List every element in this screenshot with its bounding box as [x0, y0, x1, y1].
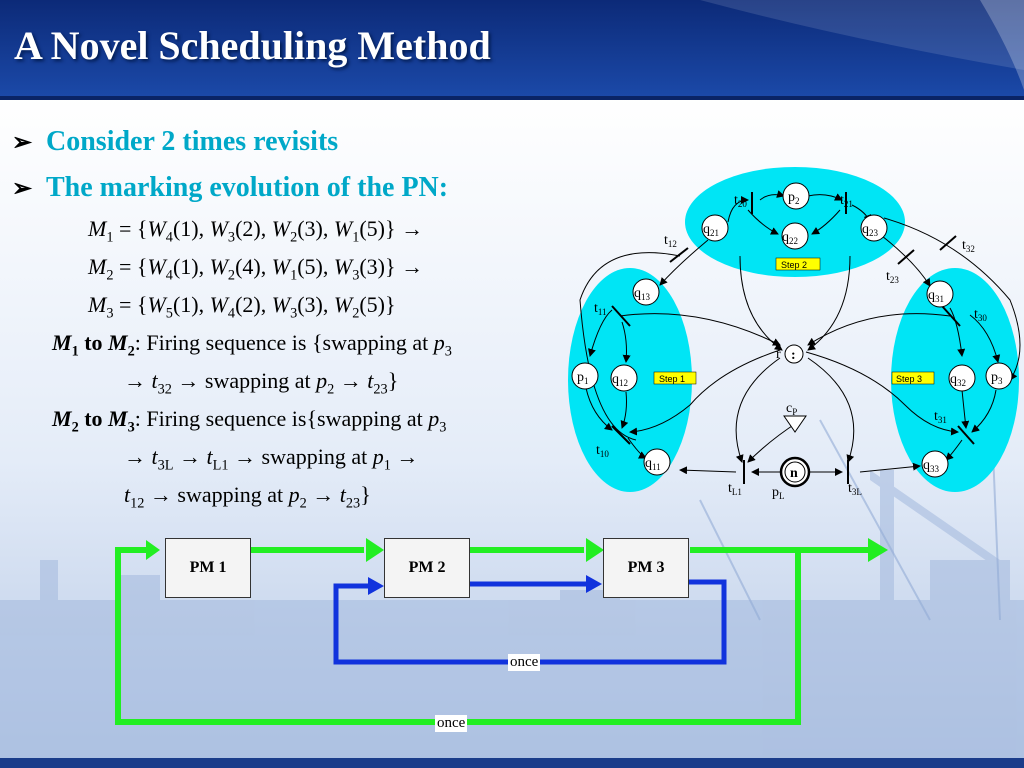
label-q32: q32 [950, 372, 966, 388]
blue-arrow-icon [586, 575, 602, 593]
transition-t23 [897, 249, 915, 265]
label-t30: t30 [974, 307, 987, 323]
step2-label-box [775, 257, 821, 271]
sequence-m2-m3-line3: t12 → swapping at p2 → t23} [124, 482, 371, 512]
once-label-blue: once [508, 654, 541, 671]
label-n: n [790, 466, 798, 481]
transition-t32 [939, 235, 957, 251]
label-t32: t32 [962, 238, 975, 254]
label-q33: q33 [923, 458, 940, 474]
bullet-arrow-icon: ➢ [12, 130, 33, 156]
bottom-stripe [0, 758, 1024, 768]
label-q11: q11 [645, 456, 661, 472]
label-tL1: tL1 [728, 481, 742, 497]
label-t11: t11 [594, 301, 607, 317]
label-q13: q13 [634, 286, 651, 302]
step3-label: Step 3 [896, 374, 922, 384]
label-t20: t20 [734, 193, 747, 209]
place-q33 [921, 450, 949, 478]
label-t12: t12 [664, 233, 677, 249]
transition-t12 [669, 247, 689, 263]
bullet-arrow-icon: ➢ [12, 176, 33, 202]
marking-m1: M1 = {W4(1), W3(2), W2(3), W1(5)} → [88, 216, 424, 246]
step3-label-box [891, 371, 935, 385]
label-p3: p3 [991, 370, 1003, 386]
bullet-revisits: ➢ Consider 2 times revisits [12, 126, 338, 158]
label-r: r [776, 347, 781, 362]
bullet-text: The marking evolution of the PN: [46, 172, 449, 203]
green-arrow-icon [366, 538, 384, 562]
marking-m2: M2 = {W4(1), W2(4), W1(5), W3(3)} → [88, 254, 424, 284]
marking-m3: M3 = {W5(1), W4(2), W3(3), W2(5)} [88, 292, 396, 322]
pm1-box: PM 1 [165, 538, 251, 598]
label-cp: cP [786, 401, 797, 417]
label-q31: q31 [928, 288, 944, 304]
once-label-green: once [435, 715, 468, 732]
transition-t30 [941, 305, 961, 327]
label-q21: q21 [703, 222, 719, 238]
place-q31 [926, 280, 954, 308]
label-t10: t10 [596, 443, 609, 459]
sequence-m2-m3-line2: → t3L → tL1 → swapping at p1 → [124, 444, 419, 474]
place-q22 [781, 222, 809, 250]
sequence-m2-m3-line1: M2 to M3: Firing sequence is{swapping at… [52, 406, 447, 436]
place-q23 [860, 214, 888, 242]
label-pL: pL [772, 485, 785, 501]
label-colon: : [791, 348, 796, 363]
place-q13 [632, 278, 660, 306]
place-q32 [948, 364, 976, 392]
place-q12 [610, 364, 638, 392]
green-arrow-icon [868, 538, 888, 562]
sequence-m1-m2-line1: M1 to M2: Firing sequence is {swapping a… [52, 330, 452, 360]
sequence-m1-m2-line2: → t32 → swapping at p2 → t23} [124, 368, 399, 398]
step2-region [685, 167, 905, 277]
place-p2 [782, 182, 810, 210]
transition-t10 [611, 425, 631, 445]
place-cp [783, 415, 807, 433]
bullet-marking: ➢ The marking evolution of the PN: [12, 172, 448, 204]
bullet-text: Consider 2 times revisits [46, 126, 339, 157]
transition-t11 [611, 305, 631, 327]
label-t31: t31 [934, 409, 947, 425]
place-p3 [985, 362, 1013, 390]
label-t23: t23 [886, 269, 899, 285]
place-q11 [643, 448, 671, 476]
pm2-box: PM 2 [384, 538, 470, 598]
label-q23: q23 [862, 222, 879, 238]
blue-arrow-icon [368, 577, 384, 595]
green-arrow-icon [146, 540, 160, 560]
label-t21: t21 [840, 193, 853, 209]
slide-title: A Novel Scheduling Method [14, 23, 491, 68]
green-loop-line [115, 547, 801, 725]
transition-t31 [957, 425, 975, 445]
step1-label-box [653, 371, 697, 385]
label-p2: p2 [788, 190, 800, 206]
place-p1 [571, 362, 599, 390]
pm3-box: PM 3 [603, 538, 689, 598]
green-arrow-icon [586, 538, 604, 562]
step2-label: Step 2 [781, 260, 807, 270]
label-t3L: t3L [848, 481, 862, 497]
place-r [784, 344, 804, 364]
label-q22: q22 [782, 230, 798, 246]
step1-label: Step 1 [659, 374, 685, 384]
label-p1: p1 [577, 370, 589, 386]
label-q12: q12 [612, 372, 628, 388]
place-q21 [701, 214, 729, 242]
